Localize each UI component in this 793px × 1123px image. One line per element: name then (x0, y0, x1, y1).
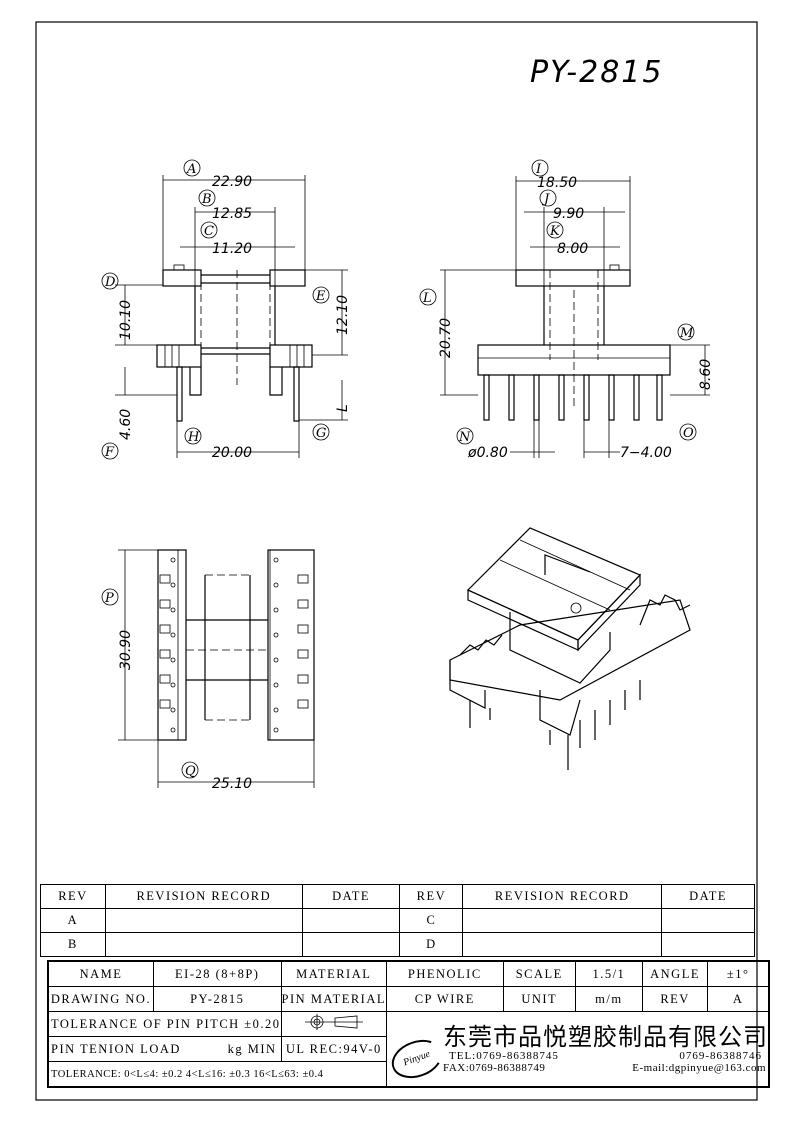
isometric-view (449, 527, 691, 770)
label-b: B (201, 192, 212, 207)
rev-label: REV (641, 986, 709, 1012)
front-view: 22.90 12.85 11.20 10.10 12.10 4.60 L 20.… (101, 159, 351, 461)
label-a: A (186, 162, 196, 177)
label-i: I (535, 162, 542, 177)
dim-j: 9.90 (553, 206, 584, 222)
pin-tension-label: PIN TENION LOAD (51, 1041, 181, 1056)
rev-value: A (707, 986, 770, 1012)
header-rev: REV (40, 884, 106, 909)
dim-e: 12.10 (335, 295, 351, 335)
scale-value: 1.5/1 (574, 960, 643, 987)
name-label: NAME (47, 960, 154, 987)
label-e: E (315, 289, 326, 304)
label-n: N (458, 430, 471, 445)
angle-label: ANGLE (641, 960, 709, 987)
pin-tension-unit: kg MIN (227, 1041, 277, 1056)
dim-n: ø0.80 (467, 445, 508, 461)
company-block: Pinyue 东莞市品悦塑胶制品有限公司 TEL:0769-86388745 0… (386, 1011, 770, 1088)
label-k: K (549, 224, 561, 239)
company-name: 东莞市品悦塑胶制品有限公司 (443, 1023, 769, 1051)
dim-g: L (335, 404, 351, 412)
sheet-border (35, 21, 758, 1101)
header-rev: REV (399, 884, 464, 909)
top-view: 30.90 25.10 P Q (101, 549, 315, 792)
label-p: P (104, 591, 114, 606)
date-cell (661, 908, 755, 933)
projection-symbol (280, 1011, 388, 1037)
label-j: J (541, 192, 550, 207)
first-angle-projection-icon (304, 1014, 363, 1030)
date-cell (301, 932, 401, 957)
pin-material-label: PIN MATERIAL (280, 986, 388, 1012)
unit-value: m/m (574, 986, 643, 1012)
rev-cell: B (40, 932, 106, 957)
dim-k: 8.00 (557, 241, 588, 257)
record-cell (104, 932, 303, 957)
label-o: O (683, 426, 694, 441)
dim-c: 11.20 (212, 241, 252, 257)
dim-d: 10.10 (118, 300, 134, 340)
unit-label: UNIT (502, 986, 576, 1012)
record-cell (104, 908, 303, 933)
table-row: A C (40, 908, 755, 933)
dim-a: 22.90 (212, 174, 252, 190)
label-m: M (679, 326, 694, 341)
ul-rating: UL REC:94V-0 (280, 1036, 388, 1062)
angle-value: ±1° (707, 960, 770, 987)
label-f: F (104, 445, 115, 460)
label-l: L (422, 291, 432, 306)
drawing-no-value: PY-2815 (152, 986, 282, 1012)
tel-1: TEL:0769-86388745 (449, 1050, 559, 1062)
dim-h: 20.00 (212, 445, 252, 461)
dim-o: 7−4.00 (620, 445, 672, 461)
pin-material-value: CP WIRE (386, 986, 504, 1012)
rev-cell: A (40, 908, 106, 933)
pin-tension: PIN TENION LOAD kg MIN (47, 1036, 282, 1062)
dim-q: 25.10 (212, 776, 252, 792)
dim-l: 20.70 (438, 318, 454, 358)
label-d: D (104, 275, 116, 290)
rev-cell: C (399, 908, 464, 933)
title-block: NAME EI-28 (8+8P) MATERIAL PHENOLIC SCAL… (47, 960, 771, 1088)
label-g: G (316, 426, 326, 441)
tel-2: 0769-86388746 (679, 1050, 763, 1062)
email: E-mail:dgpinyue@163.com (632, 1062, 767, 1074)
pin-pitch-tolerance: TOLERANCE OF PIN PITCH ±0.20 (47, 1011, 282, 1037)
fax: FAX:0769-86388749 (443, 1062, 546, 1074)
drawing-no-label: DRAWING NO. (47, 986, 154, 1012)
dim-b: 12.85 (212, 206, 252, 222)
name-value: EI-28 (8+8P) (152, 960, 282, 987)
drawing-title: PY-2815 (530, 55, 663, 90)
header-revision-record: REVISION RECORD (104, 884, 303, 909)
scale-label: SCALE (502, 960, 576, 987)
side-view: 18.50 9.90 8.00 20.70 8.60 ø0.80 7−4.00 … (419, 159, 714, 461)
material-value: PHENOLIC (386, 960, 504, 987)
revision-table: REV REVISION RECORD DATE REV REVISION RE… (40, 884, 755, 957)
table-row: B D (40, 932, 755, 957)
label-q: Q (185, 764, 196, 779)
pins (483, 374, 663, 421)
material-label: MATERIAL (280, 960, 388, 987)
rev-cell: D (399, 932, 464, 957)
header-date: DATE (661, 884, 755, 909)
date-cell (301, 908, 401, 933)
pinyue-logo: Pinyue (387, 1033, 448, 1085)
general-tolerance: TOLERANCE: 0<L≤4: ±0.2 4<L≤16: ±0.3 16<L… (47, 1061, 388, 1088)
label-h: H (187, 430, 200, 445)
label-c: C (204, 224, 214, 239)
date-cell (661, 932, 755, 957)
record-cell (462, 908, 663, 933)
header-revision-record: REVISION RECORD (462, 884, 663, 909)
dim-m: 8.60 (698, 359, 714, 390)
record-cell (462, 932, 663, 957)
dim-p: 30.90 (118, 630, 134, 670)
dim-i: 18.50 (537, 175, 577, 191)
header-date: DATE (301, 884, 401, 909)
revision-header-row: REV REVISION RECORD DATE REV REVISION RE… (40, 884, 755, 909)
dim-f: 4.60 (118, 409, 134, 440)
